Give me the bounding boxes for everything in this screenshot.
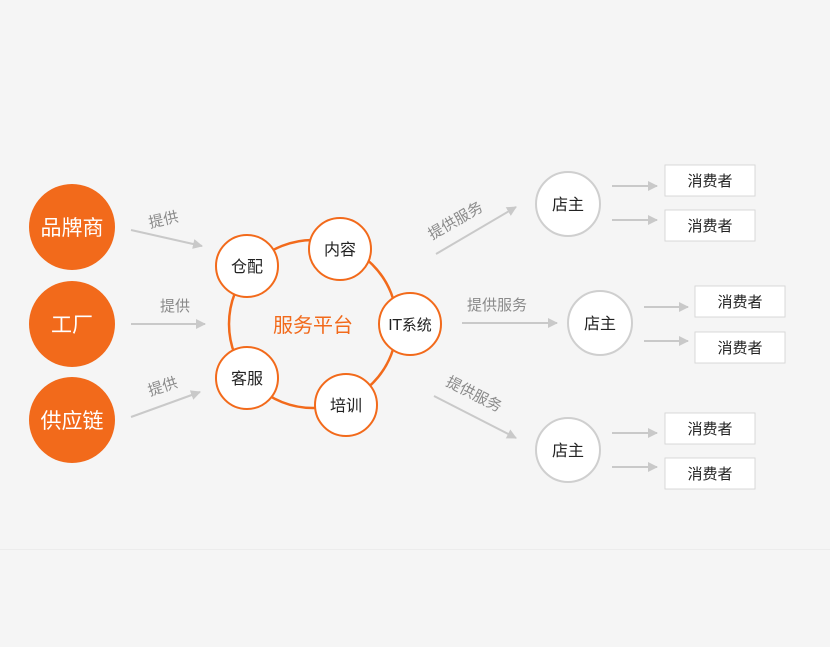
consumer-label: 消费者 bbox=[717, 339, 762, 357]
shop-owner-label: 店主 bbox=[552, 441, 584, 460]
provide-arrow-bottom: 提供 bbox=[130, 373, 201, 418]
module-customer-service: 客服 bbox=[215, 346, 279, 410]
shop-owner-label: 店主 bbox=[552, 195, 584, 214]
supplier-brand: 品牌商 bbox=[29, 184, 115, 270]
shop-owner-top: 店主 bbox=[535, 171, 601, 237]
provide-label: 提供 bbox=[160, 297, 190, 315]
service-arrow-middle: 提供服务 bbox=[462, 296, 558, 328]
consumer-label: 消费者 bbox=[687, 172, 732, 190]
consumer-label: 消费者 bbox=[687, 217, 732, 235]
supplier-supply-chain: 供应链 bbox=[29, 377, 115, 463]
provide-label: 提供 bbox=[146, 373, 180, 399]
service-arrow-bottom: 提供服务 bbox=[433, 373, 517, 439]
shop-owner-label: 店主 bbox=[584, 314, 616, 333]
provide-arrow-middle: 提供 bbox=[131, 297, 206, 329]
supplier-label: 工厂 bbox=[51, 313, 93, 337]
consumer-box: 消费者 bbox=[664, 209, 756, 242]
supplier-label: 品牌商 bbox=[41, 216, 104, 240]
consumer-label: 消费者 bbox=[687, 420, 732, 438]
service-label: 提供服务 bbox=[425, 198, 486, 244]
module-content: 内容 bbox=[308, 217, 372, 281]
consumer-box: 消费者 bbox=[664, 457, 756, 490]
module-warehouse: 仓配 bbox=[215, 234, 279, 298]
consumer-box: 消费者 bbox=[694, 285, 786, 318]
module-label: 客服 bbox=[231, 369, 263, 388]
consumer-box: 消费者 bbox=[694, 331, 786, 364]
consumer-label: 消费者 bbox=[687, 465, 732, 483]
module-label: 培训 bbox=[330, 396, 362, 415]
module-training: 培训 bbox=[314, 373, 378, 437]
consumer-label: 消费者 bbox=[717, 293, 762, 311]
module-it-system: IT系统 bbox=[378, 292, 442, 356]
shop-owner-middle: 店主 bbox=[567, 290, 633, 356]
module-label: 内容 bbox=[324, 240, 356, 259]
provide-arrow-top: 提供 bbox=[130, 208, 203, 249]
module-label: IT系统 bbox=[388, 316, 432, 334]
provide-label: 提供 bbox=[147, 208, 180, 232]
consumer-box: 消费者 bbox=[664, 412, 756, 445]
consumer-box: 消费者 bbox=[664, 164, 756, 197]
shop-owner-bottom: 店主 bbox=[535, 417, 601, 483]
service-label: 提供服务 bbox=[443, 373, 505, 416]
service-arrow-top: 提供服务 bbox=[425, 198, 517, 255]
platform-label: 服务平台 bbox=[273, 313, 353, 337]
module-label: 仓配 bbox=[231, 257, 263, 276]
supplier-label: 供应链 bbox=[41, 409, 104, 433]
supplier-factory: 工厂 bbox=[29, 281, 115, 367]
service-label: 提供服务 bbox=[467, 296, 527, 314]
bottom-divider bbox=[0, 549, 830, 550]
